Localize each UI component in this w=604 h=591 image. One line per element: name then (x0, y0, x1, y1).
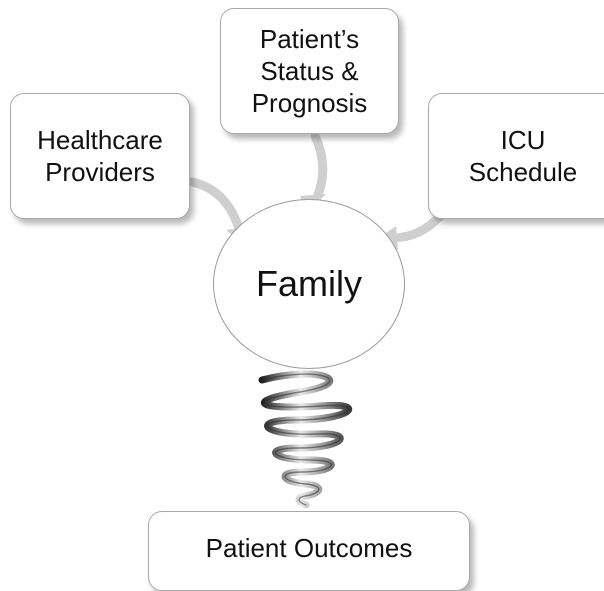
healthcare-providers-label: Healthcare Providers (37, 125, 163, 187)
patient-outcomes-label: Patient Outcomes (205, 533, 413, 563)
spring-coil-icon (258, 370, 353, 509)
family-circle: Family (213, 199, 405, 369)
patient-status-prognosis-box: Patient’s Status & Prognosis (220, 8, 399, 134)
patient-outcomes-box: Patient Outcomes (148, 511, 470, 591)
patient-status-prognosis-label: Patient’s Status & Prognosis (251, 24, 368, 118)
icu-schedule-box: ICU Schedule (428, 93, 604, 219)
icu-schedule-label: ICU Schedule (468, 125, 578, 187)
family-influence-diagram: Healthcare Providers Patient’s Status & … (10, 8, 604, 591)
healthcare-providers-box: Healthcare Providers (10, 93, 190, 219)
family-label: Family (256, 263, 362, 304)
